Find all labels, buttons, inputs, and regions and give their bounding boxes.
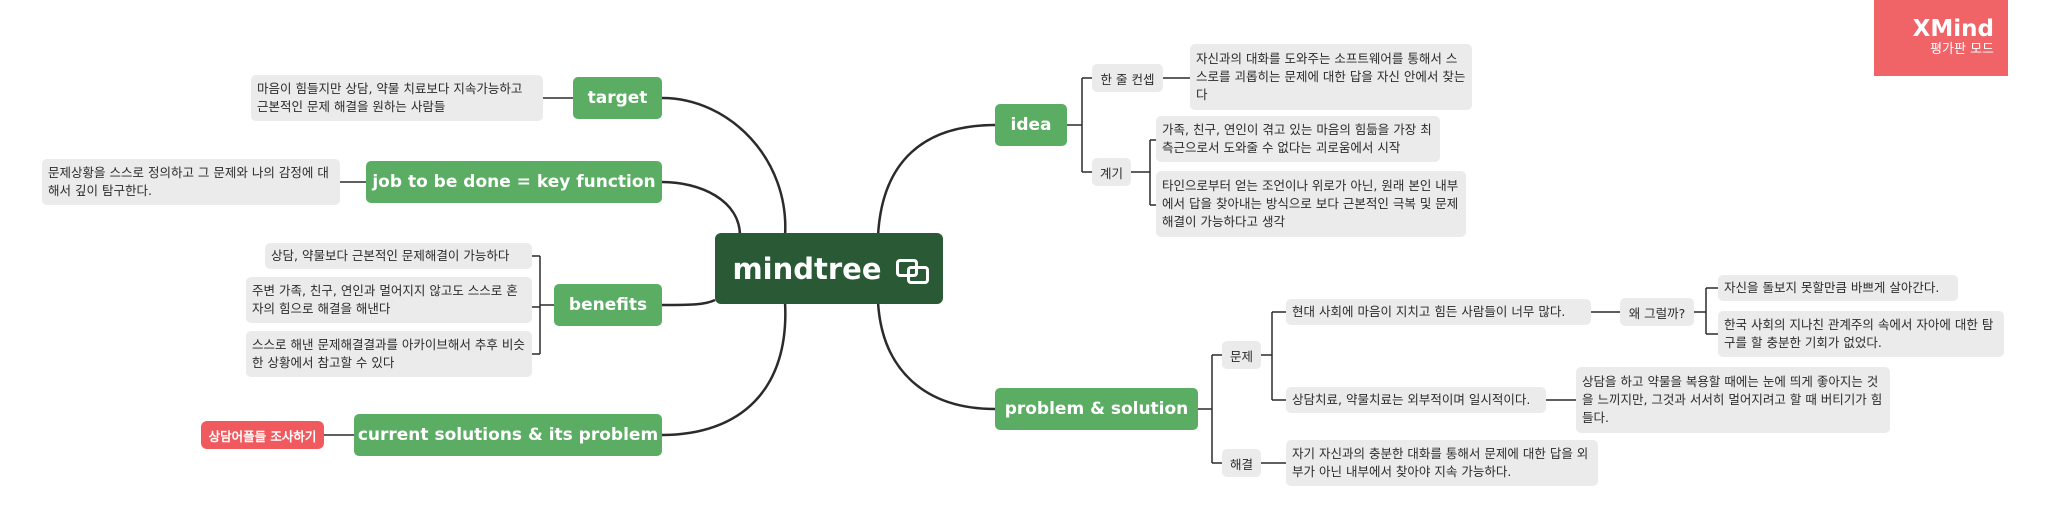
topic-current-solutions[interactable]: current solutions & its problem bbox=[354, 414, 662, 456]
topic-target[interactable]: target bbox=[573, 77, 662, 119]
link-target bbox=[661, 96, 787, 237]
topic-problem-solution[interactable]: problem & solution bbox=[995, 388, 1198, 430]
motive-item[interactable]: 가족, 친구, 연인이 겪고 있는 마음의 힘듦을 가장 최측근으로서 도와줄 … bbox=[1156, 116, 1440, 162]
topic-job-to-be-done[interactable]: job to be done = key function bbox=[366, 161, 662, 203]
link-problem bbox=[876, 301, 996, 411]
topic-current-label: current solutions & its problem bbox=[357, 425, 659, 445]
job-description[interactable]: 문제상황을 스스로 정의하고 그 문제와 나의 감정에 대해서 깊이 탐구한다. bbox=[42, 159, 340, 205]
topic-job-label: job to be done = key function bbox=[372, 172, 656, 192]
target-description[interactable]: 마음이 힘들지만 상담, 약물 치료보다 지속가능하고 근본적인 문제 해결을 … bbox=[251, 75, 543, 121]
reason-item[interactable]: 한국 사회의 지나친 관계주의 속에서 자아에 대한 탐구를 할 충분한 기회가… bbox=[1718, 311, 2004, 357]
benefit-item[interactable]: 주변 가족, 친구, 연인과 멀어지지 않고도 스스로 혼자의 힘으로 해결을 … bbox=[246, 277, 532, 323]
topic-idea-label: idea bbox=[1010, 115, 1052, 135]
link-idea bbox=[876, 123, 996, 237]
topic-idea[interactable]: idea bbox=[995, 104, 1067, 146]
linked-sheet-icon bbox=[895, 257, 929, 284]
central-topic-label: mindtree bbox=[732, 251, 882, 286]
trial-mode-label: 평가판 모드 bbox=[1930, 42, 1994, 57]
solution-text[interactable]: 자기 자신과의 충분한 대화를 통해서 문제에 대한 답을 외부가 아닌 내부에… bbox=[1286, 440, 1598, 486]
central-topic[interactable]: mindtree bbox=[715, 233, 943, 304]
benefit-item[interactable]: 스스로 해낸 문제해결결과를 아카이브해서 추후 비슷한 상황에서 참고할 수 … bbox=[246, 331, 532, 377]
one-line-concept-label[interactable]: 한 줄 컨셉 bbox=[1092, 64, 1163, 92]
topic-problem-label: problem & solution bbox=[1004, 399, 1189, 419]
benefit-item[interactable]: 상담, 약물보다 근본적인 문제해결이 가능하다 bbox=[265, 243, 532, 269]
problem-item[interactable]: 상담치료, 약물치료는 외부적이며 일시적이다. bbox=[1286, 387, 1546, 413]
reason-item[interactable]: 자신을 돌보지 못할만큼 바쁘게 살아간다. bbox=[1718, 275, 1958, 301]
brand-name: XMind bbox=[1912, 16, 1994, 42]
problem-detail[interactable]: 상담을 하고 약물을 복용할 때에는 눈에 띄게 좋아지는 것을 느끼지만, 그… bbox=[1576, 367, 1890, 433]
link-benefits bbox=[661, 298, 716, 307]
topic-benefits-label: benefits bbox=[568, 295, 648, 315]
solution-label[interactable]: 해결 bbox=[1222, 449, 1261, 477]
motive-label[interactable]: 계기 bbox=[1092, 158, 1131, 186]
motive-item[interactable]: 타인으로부터 얻는 조언이나 위로가 아닌, 원래 본인 내부에서 답을 찾아내… bbox=[1156, 171, 1466, 237]
topic-benefits[interactable]: benefits bbox=[554, 284, 662, 326]
topic-target-label: target bbox=[587, 88, 648, 108]
research-apps-task-marker[interactable]: 상담어플들 조사하기 bbox=[201, 421, 324, 449]
link-current bbox=[661, 301, 787, 437]
one-line-concept-text[interactable]: 자신과의 대화를 도와주는 소프트웨어를 통해서 스스로를 괴롭히는 문제에 대… bbox=[1190, 44, 1472, 110]
why-label[interactable]: 왜 그럴까? bbox=[1620, 298, 1694, 326]
xmind-trial-badge[interactable]: XMind 평가판 모드 bbox=[1874, 0, 2008, 76]
link-job bbox=[661, 180, 742, 237]
problem-item[interactable]: 현대 사회에 마음이 지치고 힘든 사람들이 너무 많다. bbox=[1286, 299, 1591, 325]
problem-label[interactable]: 문제 bbox=[1222, 341, 1261, 369]
